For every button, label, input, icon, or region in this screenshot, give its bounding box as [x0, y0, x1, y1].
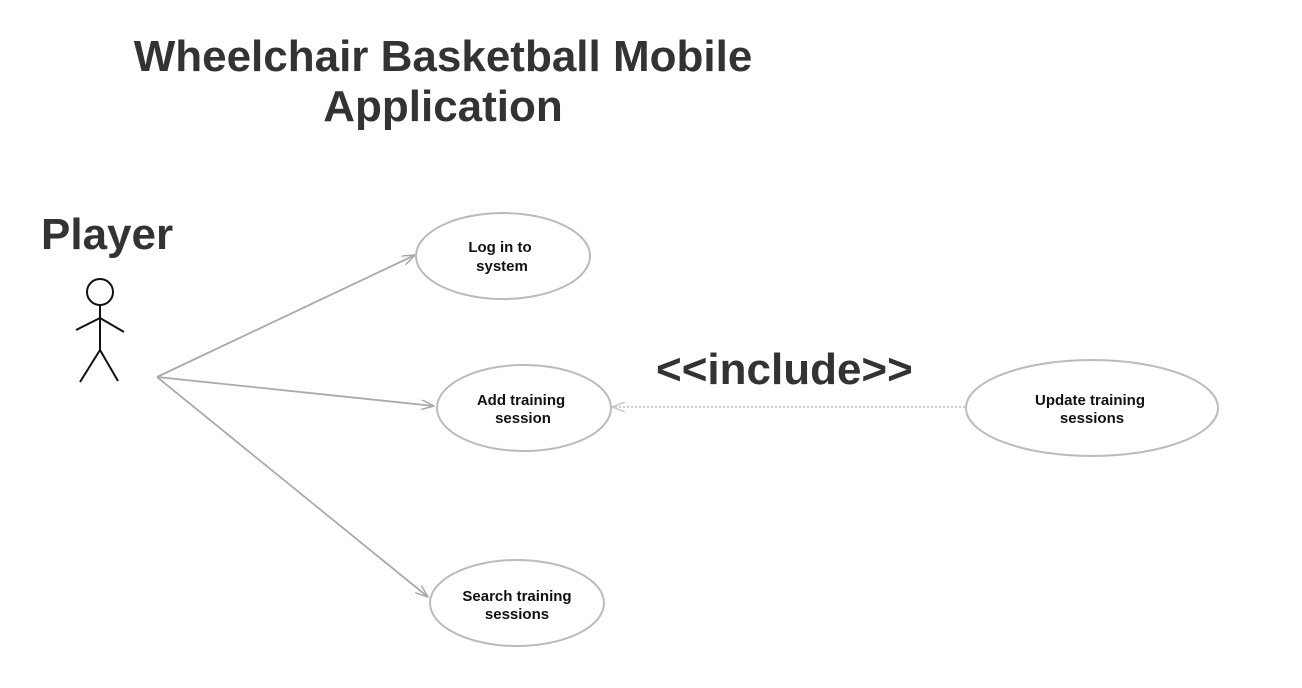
diagram-title: Wheelchair Basketball Mobile Application	[93, 32, 793, 132]
use-case-update-training-line-2: sessions	[1060, 410, 1124, 427]
use-case-add-training-line-2: session	[495, 410, 551, 427]
use-case-login-line-1: Log in to	[468, 239, 531, 256]
association-line-add-training	[156, 376, 434, 406]
use-case-search-training-sessions[interactable]: Search training sessions	[429, 559, 605, 647]
use-case-add-training-line-1: Add training	[477, 392, 565, 409]
use-case-update-training-line-1: Update training	[1035, 392, 1145, 409]
stick-figure-actor-icon	[75, 278, 125, 383]
association-line-login	[156, 255, 415, 378]
use-case-add-training-session[interactable]: Add training session	[436, 364, 612, 452]
use-case-search-training-line-1: Search training	[462, 588, 571, 605]
diagram-title-line-2: Application	[323, 82, 563, 131]
use-case-update-training-sessions[interactable]: Update training sessions	[965, 359, 1219, 457]
include-relationship-label: <<include>>	[656, 345, 913, 394]
use-case-login[interactable]: Log in to system	[415, 212, 591, 300]
use-case-login-line-2: system	[476, 258, 528, 275]
diagram-title-line-1: Wheelchair Basketball Mobile	[133, 32, 753, 81]
association-line-search-training	[156, 376, 428, 597]
actor-label: Player	[41, 210, 174, 259]
use-case-search-training-line-2: sessions	[485, 606, 549, 623]
